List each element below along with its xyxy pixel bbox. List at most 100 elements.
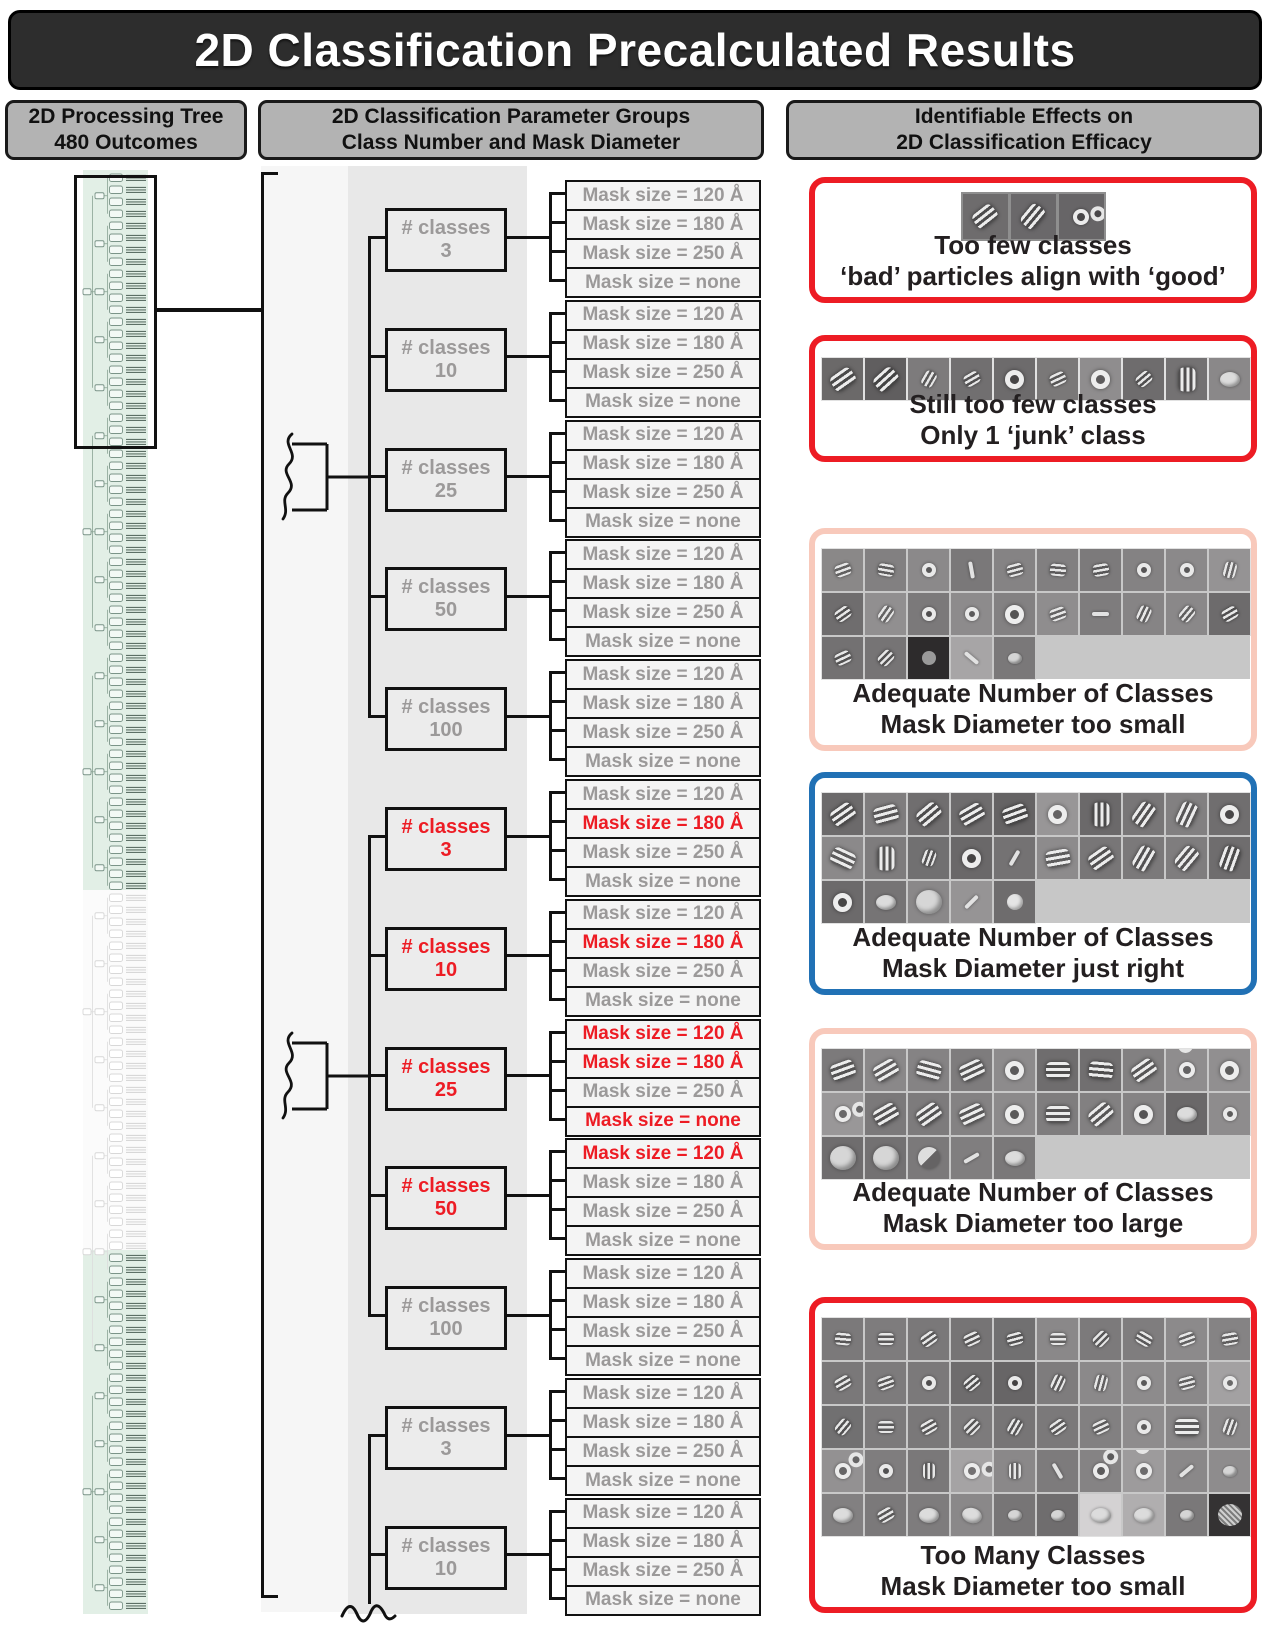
particle-ring-sm	[1136, 1420, 1151, 1434]
particle-ring	[1005, 1104, 1024, 1124]
particle-bars	[957, 1101, 986, 1127]
class-average-tile	[1165, 357, 1208, 401]
class-average-tile	[950, 1092, 993, 1136]
class-average-tile	[864, 636, 907, 680]
particle-blob-sm	[1007, 1509, 1022, 1521]
class-average-tile	[950, 1136, 993, 1180]
particle-bars	[1085, 1099, 1116, 1129]
particle-blob-sm	[1222, 1465, 1237, 1477]
class-average-tile	[1208, 1048, 1251, 1092]
header-tree-line2: 480 Outcomes	[54, 131, 198, 154]
panel-caption-line: Mask Diameter just right	[882, 953, 1184, 983]
class-average-tile	[1122, 548, 1165, 592]
class-average-tile	[1122, 592, 1165, 636]
particle-bars	[1087, 1060, 1114, 1080]
class-average-tile	[1036, 357, 1079, 401]
particle-rings2	[961, 1460, 982, 1482]
particle-bars-sm	[1134, 604, 1153, 624]
class-average-tile	[993, 880, 1036, 924]
class-average-tile	[950, 357, 993, 401]
panel-caption-line: Adequate Number of Classes	[852, 678, 1214, 708]
class-average-tile	[1079, 1361, 1122, 1405]
particle-ring	[1048, 804, 1067, 824]
particle-ring	[833, 892, 852, 912]
class-average-tile	[1036, 792, 1079, 836]
particle-ring-sm	[921, 563, 936, 577]
class-average-tile	[821, 1449, 864, 1493]
particle-slash	[1008, 849, 1021, 867]
class-average-tile	[950, 880, 993, 924]
class-average-tile	[864, 592, 907, 636]
class-average-tile	[993, 792, 1036, 836]
class-average-tile	[1056, 192, 1106, 241]
particle-bars-sm	[918, 1329, 939, 1349]
particle-bars-sm	[1005, 1331, 1024, 1347]
particle-ring	[1091, 369, 1110, 389]
particle-ring-sm	[878, 1464, 893, 1478]
panel-caption: Too few classes‘bad’ particles align wit…	[815, 230, 1251, 292]
class-average-tile	[1079, 836, 1122, 880]
particle-ring-sm	[1179, 563, 1194, 577]
particle-bars-sm	[1047, 1417, 1068, 1437]
class-average-tile	[907, 1092, 950, 1136]
particle-bars	[913, 1100, 944, 1128]
class-average-grid	[821, 548, 1251, 680]
class-average-tile	[993, 357, 1036, 401]
class-average-tile	[864, 1449, 907, 1493]
particle-slash	[1092, 612, 1109, 616]
panel-caption-line: Adequate Number of Classes	[852, 1177, 1214, 1207]
class-average-tile	[960, 192, 1010, 241]
particle-blob	[1133, 1507, 1154, 1523]
particle-ring-sm	[921, 607, 936, 621]
particle-blob	[1004, 1150, 1025, 1166]
class-average-grid	[821, 792, 1251, 924]
particle-bars	[1085, 844, 1116, 872]
class-average-grid	[821, 357, 1251, 401]
particle-bars	[828, 1057, 857, 1083]
column-header-tree: 2D Processing Tree 480 Outcomes	[5, 100, 247, 160]
particle-bars-sm	[1219, 604, 1240, 624]
tree-to-params-connector	[154, 308, 262, 312]
class-average-tile	[993, 1405, 1036, 1449]
class-average-tile	[1208, 548, 1251, 592]
particle-bars-sm	[1049, 563, 1066, 577]
particle-bars-sm	[920, 848, 937, 868]
particle-bars-sm	[877, 1421, 894, 1433]
particle-bars	[1000, 801, 1029, 827]
particle-bars	[913, 799, 944, 829]
class-average-tile	[907, 1449, 950, 1493]
class-average-tile	[950, 1449, 993, 1493]
figure-title: 2D Classification Precalculated Results	[194, 24, 1076, 76]
panel-caption-line: ‘bad’ particles align with ‘good’	[840, 261, 1226, 291]
particle-bars	[1092, 802, 1109, 826]
class-average-tile	[1122, 1048, 1165, 1092]
particle-ring-sm	[1222, 1107, 1237, 1121]
class-average-tile	[821, 1405, 864, 1449]
class-average-tile	[1208, 1449, 1251, 1493]
particle-bars	[957, 1057, 986, 1083]
class-average-tile	[907, 1493, 950, 1537]
particle-slash	[963, 1152, 980, 1164]
class-average-tile	[1208, 1405, 1251, 1449]
particle-slash	[964, 894, 979, 910]
class-average-tile	[1036, 836, 1079, 880]
class-average-tile	[864, 1317, 907, 1361]
class-average-tile	[1079, 1449, 1122, 1493]
class-average-tile	[1165, 792, 1208, 836]
class-average-tile	[821, 1317, 864, 1361]
header-effects-line2: 2D Classification Efficacy	[896, 131, 1152, 154]
class-average-tile	[821, 1092, 864, 1136]
class-average-tile	[993, 1449, 1036, 1493]
class-average-tile	[1208, 592, 1251, 636]
class-average-tile	[950, 1048, 993, 1092]
particle-rings2	[1178, 1062, 1195, 1078]
class-average-tile	[821, 592, 864, 636]
class-average-tile	[1165, 1092, 1208, 1136]
class-average-tile	[1079, 548, 1122, 592]
particle-circle-lg	[872, 1146, 899, 1170]
panel-caption-line: Adequate Number of Classes	[852, 922, 1214, 952]
particle-bars-sm	[1176, 604, 1197, 624]
